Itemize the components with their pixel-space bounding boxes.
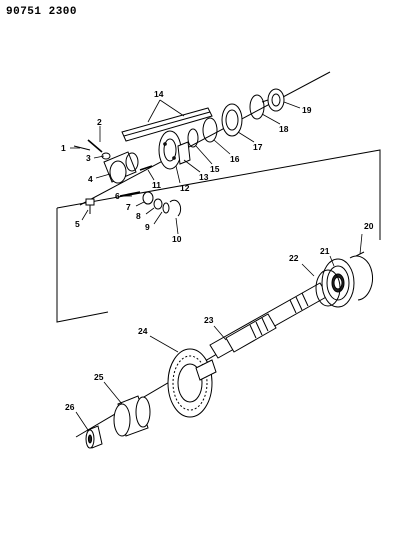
- part-7-gear: [142, 191, 154, 205]
- part-25-drum: [113, 395, 151, 437]
- callout-15: 15: [210, 164, 220, 174]
- callout-3: 3: [86, 153, 91, 163]
- callout-23: 23: [204, 315, 214, 325]
- part-5-screw: [85, 198, 95, 214]
- part-19-bearing: [261, 88, 285, 112]
- callout-8: 8: [136, 211, 141, 221]
- panel-outline: [56, 149, 381, 323]
- part-17-seal: [221, 103, 243, 137]
- part-10-snap-ring: [169, 199, 182, 217]
- callout-20: 20: [364, 221, 374, 231]
- callout-17: 17: [253, 142, 263, 152]
- part-11-pin: [139, 165, 153, 171]
- callout-14: 14: [154, 89, 164, 99]
- part-6-shaft: [119, 191, 141, 197]
- part-8-washer: [153, 198, 163, 210]
- callout-16: 16: [230, 154, 240, 164]
- part-14-seal-strip: [121, 107, 213, 142]
- part-13-adapter-flange: [158, 130, 191, 170]
- callout-7: 7: [126, 202, 131, 212]
- callout-1: 1: [61, 143, 66, 153]
- part-16-snap-ring: [202, 117, 218, 143]
- callout-24: 24: [138, 326, 148, 336]
- leader-lines: [70, 99, 363, 431]
- callout-11: 11: [152, 180, 161, 190]
- callout-6: 6: [115, 191, 120, 201]
- part-24-tone-wheel: [167, 348, 217, 418]
- callout-13: 13: [199, 172, 209, 182]
- part-9-clip: [162, 202, 170, 214]
- callout-10: 10: [172, 234, 182, 244]
- part-2-bolt: [87, 139, 103, 153]
- part-21-bearing: [321, 258, 355, 308]
- callout-9: 9: [145, 222, 150, 232]
- part-4-housing: [103, 151, 139, 184]
- callout-25: 25: [94, 372, 104, 382]
- part-1-pin: [73, 145, 91, 151]
- callout-22: 22: [289, 253, 299, 263]
- callout-26: 26: [65, 402, 75, 412]
- callout-12: 12: [180, 183, 190, 193]
- callout-19: 19: [302, 105, 312, 115]
- callout-2: 2: [97, 117, 102, 127]
- callout-5: 5: [75, 219, 80, 229]
- part-23-output-shaft: [209, 282, 329, 359]
- callout-18: 18: [279, 124, 289, 134]
- part-22-bearing-cone: [315, 269, 341, 307]
- callout-21: 21: [320, 246, 330, 256]
- part-26-bushing: [85, 425, 103, 449]
- diagram-code: 90751 2300: [6, 6, 78, 18]
- part-15-o-ring: [187, 128, 199, 148]
- part-18-ring: [249, 94, 265, 120]
- callout-4: 4: [88, 174, 93, 184]
